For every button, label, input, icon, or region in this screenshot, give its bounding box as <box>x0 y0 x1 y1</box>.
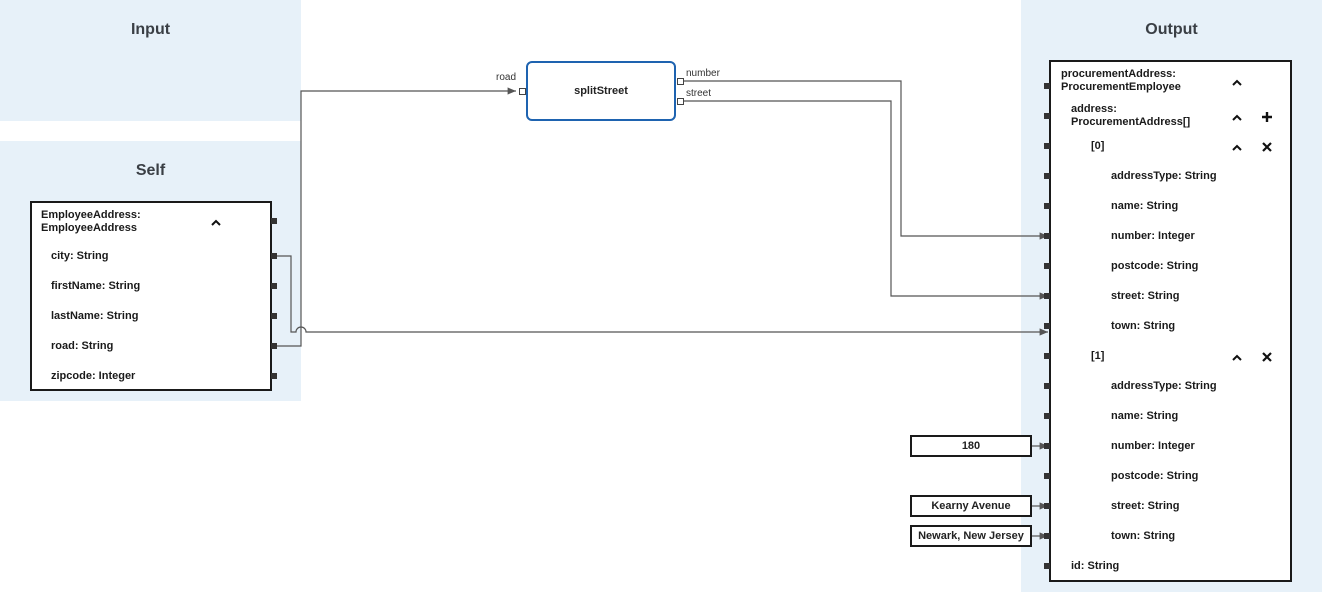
input-panel: Input <box>0 0 301 121</box>
close-icon[interactable] <box>1260 140 1274 154</box>
close-icon[interactable] <box>1260 350 1274 364</box>
output-address-line1: address: <box>1071 103 1117 115</box>
output-item-0-name[interactable]: name: String <box>1111 200 1179 212</box>
function-output-label-street: street <box>686 88 712 99</box>
self-header-line1: EmployeeAddress: <box>41 209 141 221</box>
splitstreet-function-node[interactable]: splitStreet <box>526 61 676 121</box>
wire-number-to-output <box>684 80 1048 240</box>
self-field-firstname[interactable]: firstName: String <box>51 280 141 292</box>
function-output-port-number[interactable] <box>677 78 684 85</box>
function-input-label: road <box>496 72 517 83</box>
self-field-city[interactable]: city: String <box>51 250 109 262</box>
output-procurement-box: procurementAddress: ProcurementEmployee … <box>1049 60 1292 582</box>
output-item-0-number[interactable]: number: Integer <box>1111 230 1195 242</box>
self-header-port[interactable] <box>271 218 277 224</box>
output-item-1-town[interactable]: town: String <box>1111 530 1176 542</box>
output-item-1-town-port[interactable] <box>1044 533 1050 539</box>
output-item-1-addresstype[interactable]: addressType: String <box>1111 380 1217 392</box>
output-item-1-number[interactable]: number: Integer <box>1111 440 1195 452</box>
output-panel-title: Output <box>1145 21 1198 38</box>
output-header-port[interactable] <box>1044 83 1050 89</box>
output-item-0-addresstype-port[interactable] <box>1044 173 1050 179</box>
function-output-label-number: number <box>686 68 720 79</box>
output-item-1-street-port[interactable] <box>1044 503 1050 509</box>
self-lastname-port[interactable] <box>271 313 277 319</box>
output-header-line2: ProcurementEmployee <box>1061 81 1181 93</box>
wire-road-to-splitstreet <box>277 87 516 347</box>
output-item-1-label: [1] <box>1091 350 1105 362</box>
constant-number[interactable]: 180 <box>910 435 1032 457</box>
output-item-1-postcode[interactable]: postcode: String <box>1111 470 1199 482</box>
self-header-line2: EmployeeAddress <box>41 222 137 234</box>
output-item-0-name-port[interactable] <box>1044 203 1050 209</box>
output-item-0-town-port[interactable] <box>1044 323 1050 329</box>
wire-city-to-output <box>277 255 1048 336</box>
constant-street[interactable]: Kearny Avenue <box>910 495 1032 517</box>
output-item-0-number-port[interactable] <box>1044 233 1050 239</box>
constant-town[interactable]: Newark, New Jersey <box>910 525 1032 547</box>
chevron-up-icon[interactable] <box>1230 350 1244 364</box>
self-firstname-port[interactable] <box>271 283 277 289</box>
output-item-0-postcode-port[interactable] <box>1044 263 1050 269</box>
output-item-0-street-port[interactable] <box>1044 293 1050 299</box>
output-address-port[interactable] <box>1044 113 1050 119</box>
output-item-0-street[interactable]: street: String <box>1111 290 1180 302</box>
self-field-road[interactable]: road: String <box>51 340 114 352</box>
chevron-up-icon[interactable] <box>209 215 223 229</box>
self-field-zipcode[interactable]: zipcode: Integer <box>51 370 136 382</box>
output-address-line2: ProcurementAddress[] <box>1071 116 1191 128</box>
output-id-field[interactable]: id: String <box>1071 560 1120 572</box>
output-id-port[interactable] <box>1044 563 1050 569</box>
output-item-1-postcode-port[interactable] <box>1044 473 1050 479</box>
self-city-port[interactable] <box>271 253 277 259</box>
output-item-0-addresstype[interactable]: addressType: String <box>1111 170 1217 182</box>
chevron-up-icon[interactable] <box>1230 140 1244 154</box>
output-item-1-number-port[interactable] <box>1044 443 1050 449</box>
output-item-0-postcode[interactable]: postcode: String <box>1111 260 1199 272</box>
function-name: splitStreet <box>574 85 628 97</box>
output-item-1-name[interactable]: name: String <box>1111 410 1179 422</box>
self-field-lastname[interactable]: lastName: String <box>51 310 139 322</box>
input-panel-title: Input <box>130 21 171 38</box>
output-item-1-addresstype-port[interactable] <box>1044 383 1050 389</box>
chevron-up-icon[interactable] <box>1230 75 1244 89</box>
output-item-0-port[interactable] <box>1044 143 1050 149</box>
self-zipcode-port[interactable] <box>271 373 277 379</box>
function-output-port-street[interactable] <box>677 98 684 105</box>
self-panel-title: Self <box>135 162 166 179</box>
self-employee-address-box: EmployeeAddress: EmployeeAddress city: S… <box>30 201 272 391</box>
chevron-up-icon[interactable] <box>1230 110 1244 124</box>
output-header-line1: procurementAddress: <box>1061 68 1176 80</box>
output-item-0-label: [0] <box>1091 140 1105 152</box>
output-item-1-port[interactable] <box>1044 353 1050 359</box>
output-item-0-town[interactable]: town: String <box>1111 320 1176 332</box>
output-item-1-name-port[interactable] <box>1044 413 1050 419</box>
function-input-port[interactable] <box>519 88 526 95</box>
self-road-port[interactable] <box>271 343 277 349</box>
output-item-1-street[interactable]: street: String <box>1111 500 1180 512</box>
plus-icon[interactable] <box>1260 110 1274 124</box>
wire-street-to-output <box>684 100 1048 300</box>
